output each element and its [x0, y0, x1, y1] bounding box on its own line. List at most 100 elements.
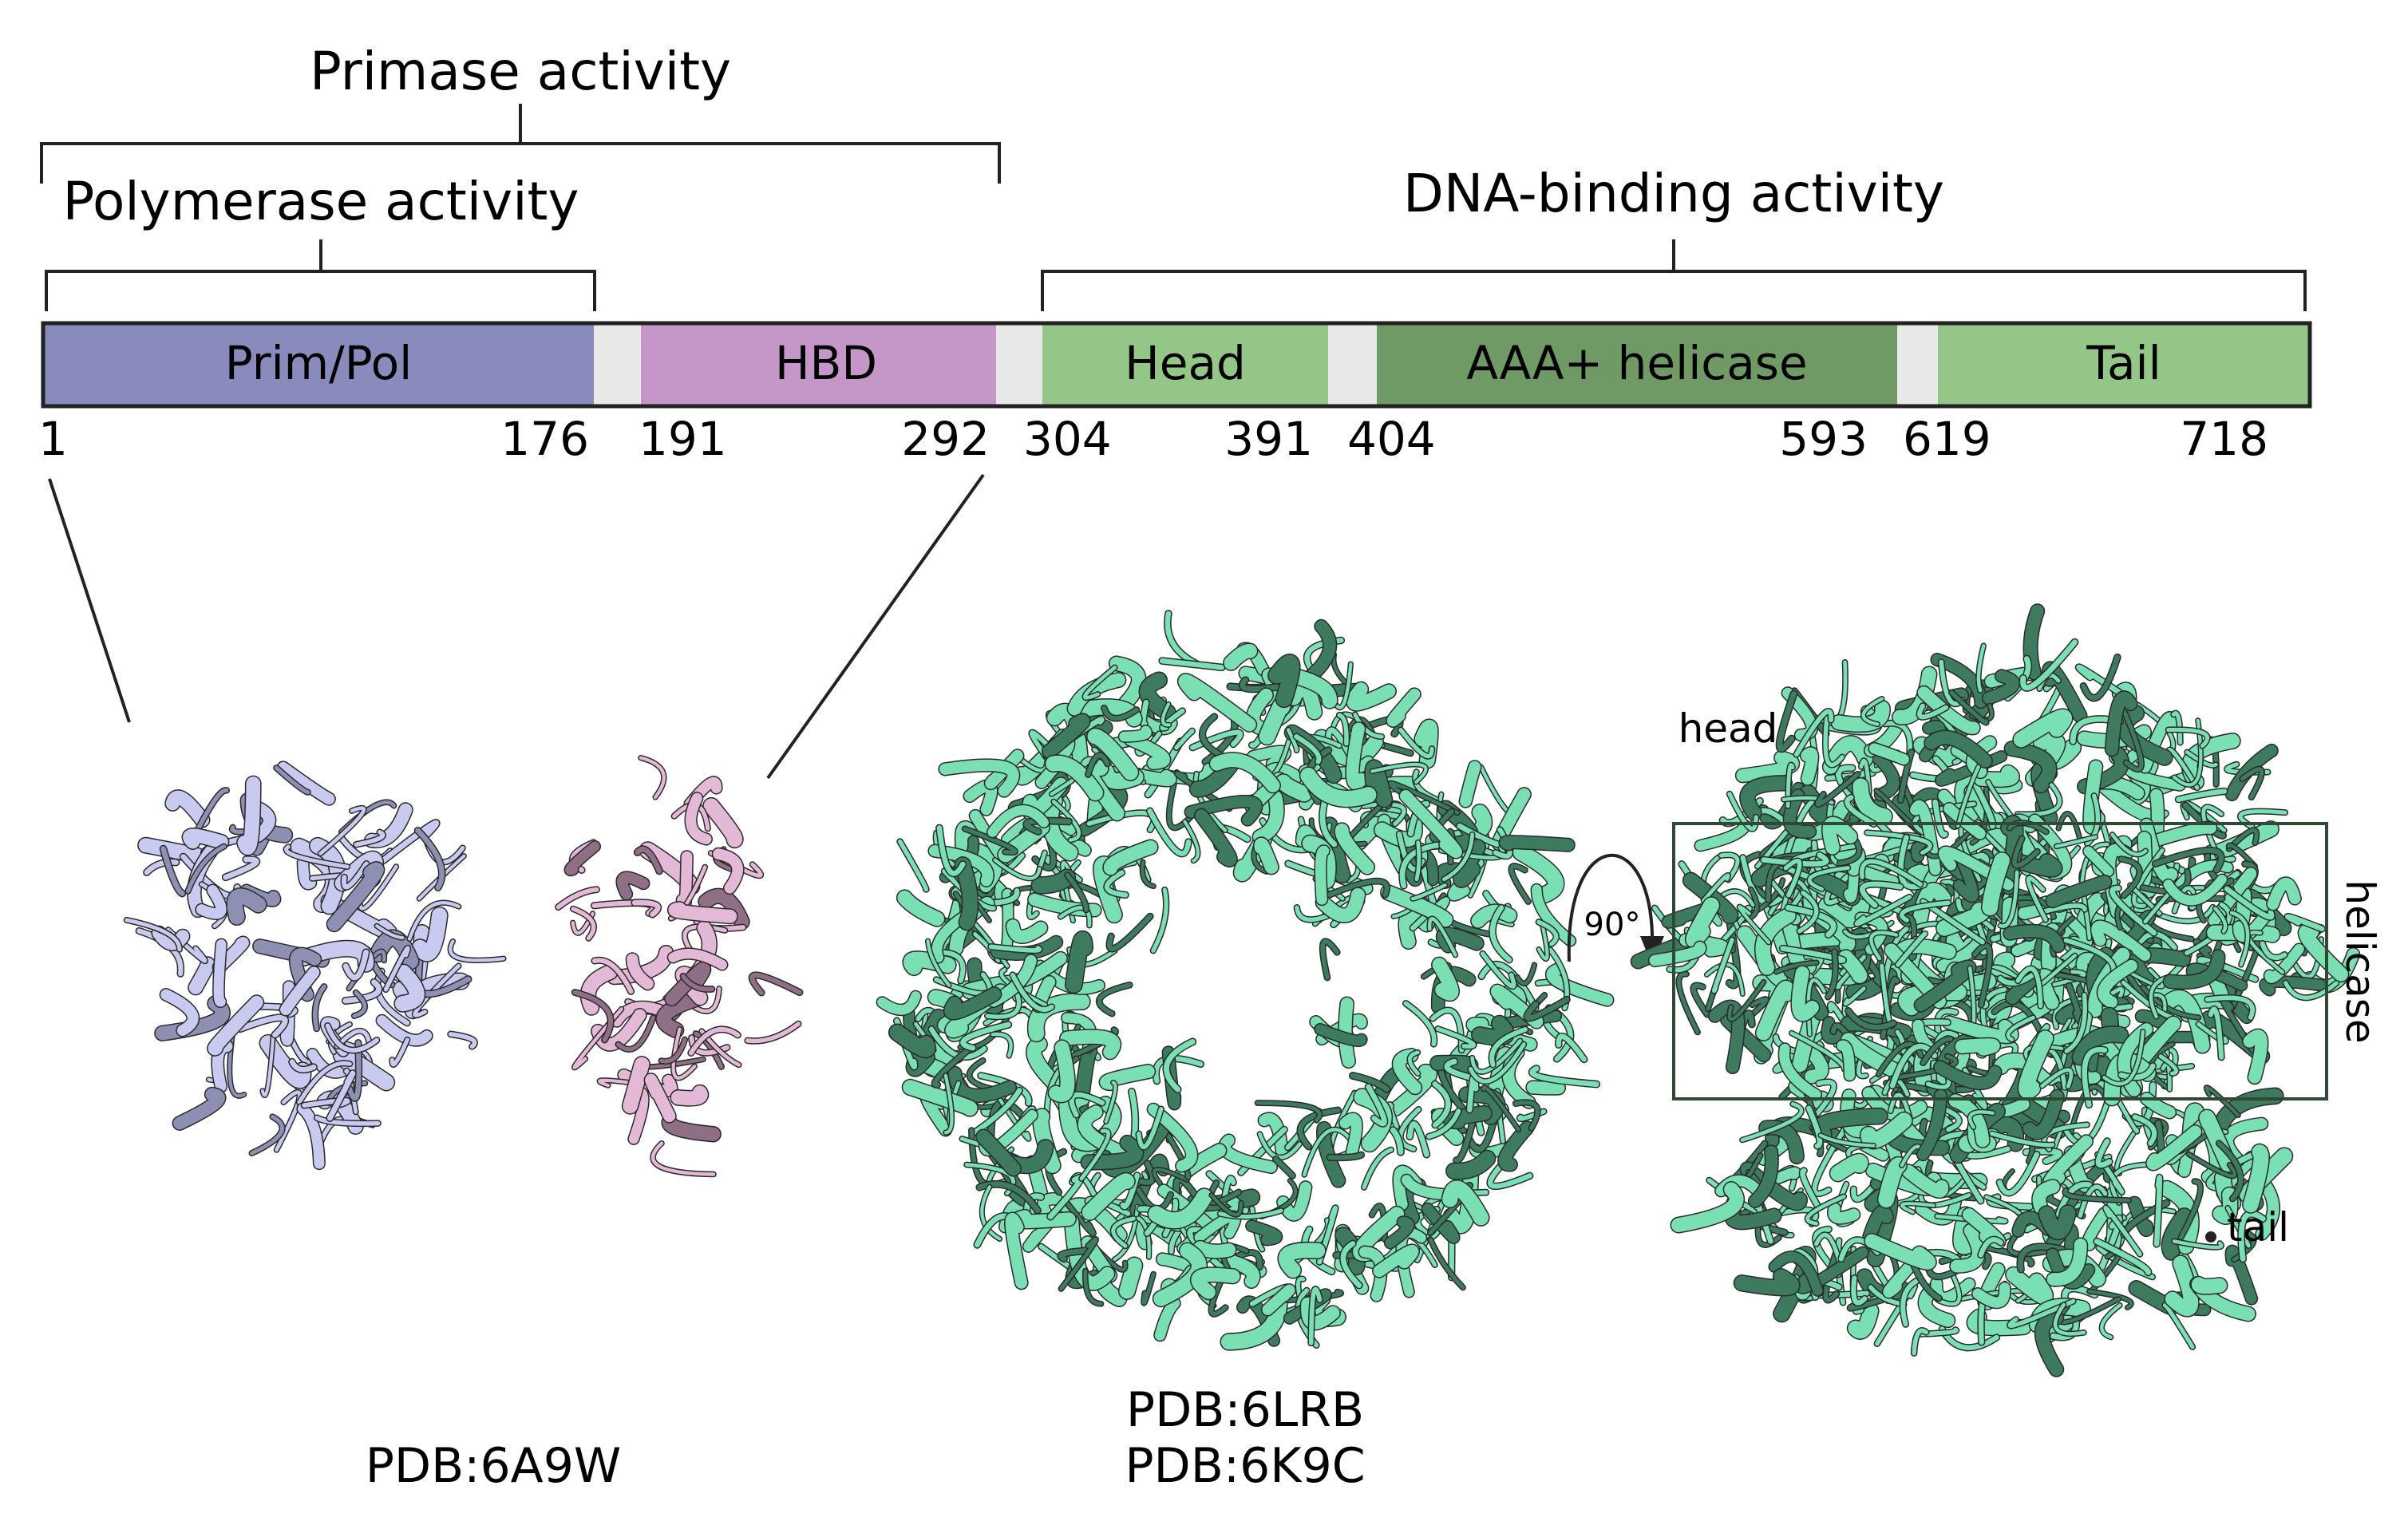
ribbon-segment [1174, 729, 1195, 750]
ribbon-segment [1931, 1278, 1975, 1304]
ribbon-segment [1841, 1033, 1903, 1078]
ribbon-segment [2054, 835, 2098, 848]
ribbon-segment [988, 944, 1042, 953]
ribbon-segment [1487, 1164, 1532, 1189]
ribbon-segment [1097, 982, 1133, 1016]
ribbon-segment [1686, 897, 1719, 948]
ribbon-segment [1719, 889, 1755, 907]
tail-marker [2205, 1231, 2216, 1243]
domain-label-aaa-helicase: AAA+ helicase [1466, 336, 1807, 390]
ribbon-segment [940, 950, 966, 983]
residue-number: 176 [500, 412, 589, 466]
ribbon-segment [1254, 837, 1279, 874]
ribbon-segment [1869, 930, 1898, 961]
ribbon-segment [2299, 923, 2348, 982]
ribbon-segment [1119, 1258, 1142, 1299]
ribbon-segment [2146, 1118, 2168, 1150]
ribbon-segment [1316, 887, 1365, 923]
ribbon-segment [2164, 950, 2225, 989]
ribbon-segment [1932, 799, 1948, 838]
ribbon-segment [1898, 835, 1927, 890]
ribbon-segment [2128, 1197, 2153, 1236]
helicase-top-view [876, 610, 1615, 1351]
ribbon-segment [703, 798, 743, 848]
domain-head [1042, 323, 1328, 406]
ribbon-segment [1119, 725, 1152, 742]
ribbon-segment [2076, 664, 2133, 703]
ribbon-segment [1069, 1092, 1105, 1118]
ribbon-segment [1148, 1104, 1197, 1172]
ribbon-segment [1353, 712, 1384, 739]
ribbon-segment [985, 749, 1023, 789]
ribbon-segment [1532, 884, 1576, 946]
ribbon-segment [1410, 897, 1449, 930]
ribbon-segment [1334, 823, 1374, 875]
ribbon-segment [1159, 658, 1224, 670]
ribbon-segment [1268, 654, 1300, 707]
ribbon-segment [1818, 891, 1871, 927]
ribbon-segment [413, 963, 461, 1017]
residue-number: 619 [1903, 412, 1991, 466]
ribbon-segment [1932, 654, 1987, 708]
ribbon-segment [2176, 788, 2228, 802]
ribbon-segment [2191, 1277, 2227, 1294]
ribbon-segment [1151, 887, 1168, 953]
ribbon-segment [1210, 753, 1280, 792]
residue-number: 404 [1347, 412, 1436, 466]
ribbon-segment [2013, 709, 2073, 748]
tail-label: tail [2227, 1204, 2289, 1251]
ribbon-segment [1100, 1065, 1155, 1090]
domain-label-prim-pol: Prim/Pol [225, 336, 412, 390]
ribbon-segment [1087, 729, 1138, 780]
ribbon-segment [1209, 1193, 1243, 1217]
ribbon-segment [1141, 1272, 1156, 1306]
ribbon-segment [2040, 954, 2077, 986]
ribbon-segment [2081, 654, 2121, 701]
ribbon-segment [1398, 728, 1434, 759]
ribbon-segment [2166, 727, 2210, 749]
ribbon-segment [1860, 1112, 1912, 1148]
ribbon-segment [2119, 704, 2144, 772]
ribbon-segment [985, 988, 1022, 1019]
ribbon-segment [1536, 923, 1549, 961]
ribbon-segment [2078, 1184, 2108, 1218]
ribbon-segment [1238, 1127, 1287, 1175]
ribbon-segment [1294, 734, 1322, 765]
ribbon-segment [1240, 677, 1288, 692]
helicase-pdb-caption-2: PDB:6K9C [1125, 1438, 1365, 1494]
ribbon-segment [2042, 903, 2087, 914]
ribbon-segment [1195, 809, 1237, 867]
ribbon-segment [650, 1141, 716, 1176]
ribbon-segment [611, 1002, 668, 1027]
ribbon-segment [1403, 1001, 1437, 1047]
ribbon-segment [1917, 1089, 1947, 1160]
ribbon-segment [2006, 1267, 2053, 1305]
ribbon-segment [1435, 1026, 1476, 1049]
ribbon-segment [2226, 745, 2278, 800]
ribbon-segment [1863, 1205, 1893, 1243]
ribbon-segment [2082, 1207, 2110, 1251]
ribbon-segment [1878, 1157, 1907, 1208]
ribbon-segment [2229, 911, 2250, 967]
ribbon-segment [314, 1115, 381, 1126]
ribbon-segment [1845, 1008, 1896, 1030]
ribbon-segment [616, 1015, 655, 1052]
ribbon-segment [185, 844, 227, 894]
ribbon-segment [1154, 1298, 1180, 1341]
ribbon-segment [1410, 883, 1447, 901]
ribbon-segment [227, 888, 267, 925]
ribbon-segment [670, 1085, 708, 1106]
ribbon-segment [1546, 964, 1613, 1006]
ribbon-segment [2062, 1188, 2131, 1203]
ribbon-segment [1079, 1128, 1111, 1181]
ribbon-segment [2015, 966, 2043, 1009]
ribbon-segment [1480, 951, 1516, 989]
ribbon-segment [1982, 852, 2010, 916]
ribbon-segment [749, 973, 802, 995]
ribbon-segment [1104, 1081, 1117, 1124]
ribbon-segment [877, 991, 921, 1015]
ribbon-segment [394, 965, 425, 1012]
ribbon-segment [1136, 1106, 1164, 1150]
ribbon-segment [1026, 1037, 1063, 1092]
